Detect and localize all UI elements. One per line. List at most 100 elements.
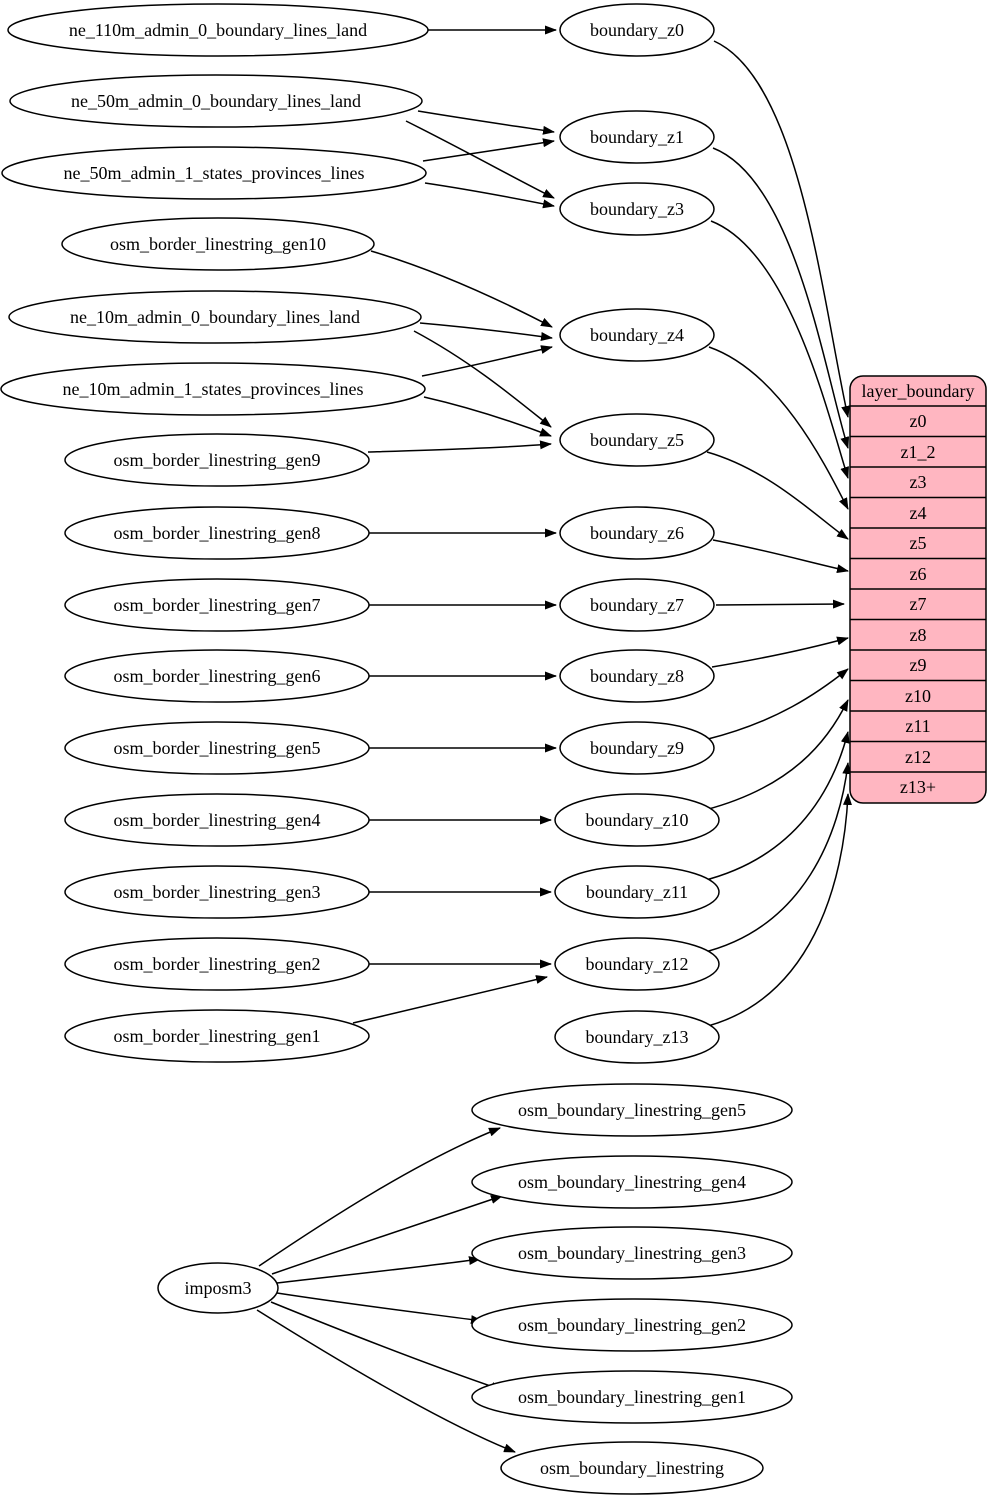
edge-imposm3-to-osm_boundary_linestring — [256, 1309, 516, 1453]
node-ellipse — [559, 3, 715, 57]
edge-boundary_z12-to-layer_boundary-z12 — [700, 762, 852, 954]
edge-boundary_z1-to-layer_boundary-z1_2 — [712, 147, 850, 449]
node-osm_border_linestring_gen10: osm_border_linestring_gen10 — [61, 217, 375, 271]
node-label: ne_110m_admin_0_boundary_lines_land — [69, 20, 367, 40]
node-ellipse — [64, 578, 370, 632]
node-ellipse — [8, 290, 422, 344]
node-ellipse — [0, 362, 426, 416]
node-boundary_z5: boundary_z5 — [559, 413, 715, 467]
node-label: boundary_z1 — [590, 127, 684, 147]
node-ellipse — [471, 1083, 793, 1137]
node-ellipse — [554, 865, 720, 919]
node-label: osm_boundary_linestring_gen3 — [518, 1243, 746, 1263]
node-ellipse — [559, 649, 715, 703]
node-boundary_z10: boundary_z10 — [554, 793, 720, 847]
edge-ne_50m_admin_1_states_provinces_lines-to-boundary_z3 — [424, 182, 555, 209]
edge-ne_10m_admin_0_boundary_lines_land-to-boundary_z4 — [419, 322, 553, 341]
node-osm_border_linestring_gen8: osm_border_linestring_gen8 — [64, 506, 370, 560]
edge-boundary_z11-to-layer_boundary-z11 — [701, 731, 850, 882]
node-label: ne_10m_admin_0_boundary_lines_land — [70, 307, 360, 327]
table-row-z3: z3 — [910, 472, 927, 492]
node-ellipse — [64, 433, 370, 487]
table-title: layer_boundary — [862, 381, 975, 401]
node-osm_boundary_linestring_gen3: osm_boundary_linestring_gen3 — [471, 1226, 793, 1280]
node-ellipse — [64, 721, 370, 775]
node-osm_border_linestring_gen9: osm_border_linestring_gen9 — [64, 433, 370, 487]
table-row-z13plus: z13+ — [900, 777, 936, 797]
node-boundary_z3: boundary_z3 — [559, 182, 715, 236]
node-label: boundary_z10 — [586, 810, 689, 830]
node-label: osm_border_linestring_gen10 — [110, 234, 326, 254]
node-ellipse — [157, 1262, 279, 1314]
node-boundary_z12: boundary_z12 — [554, 937, 720, 991]
node-label: ne_50m_admin_0_boundary_lines_land — [71, 91, 361, 111]
node-ellipse — [64, 506, 370, 560]
node-ne_10m_admin_1_states_provinces_lines: ne_10m_admin_1_states_provinces_lines — [0, 362, 426, 416]
edge-ne_10m_admin_0_boundary_lines_land-to-boundary_z5 — [413, 330, 552, 428]
node-ellipse — [559, 308, 715, 362]
edge-boundary_z9-to-layer_boundary-z9 — [707, 668, 849, 740]
node-ellipse — [1, 146, 427, 200]
node-imposm3: imposm3 — [157, 1262, 279, 1314]
node-label: osm_border_linestring_gen3 — [114, 882, 321, 902]
node-label: boundary_z6 — [590, 523, 684, 543]
edge-layer — [256, 25, 852, 1453]
edge-boundary_z13-to-layer_boundary-z13plus — [699, 793, 852, 1029]
edge-boundary_z0-to-layer_boundary-z0 — [713, 40, 851, 418]
edge-imposm3-to-osm_boundary_linestring_gen4 — [271, 1195, 503, 1275]
node-label: boundary_z13 — [586, 1027, 689, 1047]
node-osm_border_linestring_gen6: osm_border_linestring_gen6 — [64, 649, 370, 703]
edge-osm_border_linestring_gen9-to-boundary_z5 — [367, 440, 552, 453]
edge-ne_50m_admin_0_boundary_lines_land-to-boundary_z1 — [417, 110, 555, 135]
node-osm_boundary_linestring: osm_boundary_linestring — [500, 1441, 764, 1495]
node-label: ne_50m_admin_1_states_provinces_lines — [64, 163, 365, 183]
node-ne_110m_admin_0_boundary_lines_land: ne_110m_admin_0_boundary_lines_land — [7, 3, 429, 57]
edge-ne_50m_admin_0_boundary_lines_land-to-boundary_z3 — [405, 120, 555, 199]
node-ellipse — [559, 578, 715, 632]
node-osm_boundary_linestring_gen2: osm_boundary_linestring_gen2 — [471, 1298, 793, 1352]
edge-boundary_z6-to-layer_boundary-z6 — [712, 539, 849, 573]
node-label: osm_boundary_linestring_gen2 — [518, 1315, 746, 1335]
node-label: boundary_z0 — [590, 20, 684, 40]
table-row-z6: z6 — [910, 564, 927, 584]
node-label: osm_border_linestring_gen7 — [114, 595, 321, 615]
table-row-z1_2: z1_2 — [901, 442, 936, 462]
edge-imposm3-to-osm_boundary_linestring_gen5 — [258, 1127, 501, 1267]
node-label: osm_border_linestring_gen5 — [114, 738, 321, 758]
node-osm_boundary_linestring_gen1: osm_boundary_linestring_gen1 — [471, 1370, 793, 1424]
node-label: boundary_z8 — [590, 666, 684, 686]
node-ellipse — [64, 649, 370, 703]
node-label: boundary_z11 — [586, 882, 688, 902]
edge-imposm3-to-osm_boundary_linestring_gen3 — [276, 1256, 481, 1284]
table-row-z10: z10 — [905, 686, 931, 706]
node-ne_10m_admin_0_boundary_lines_land: ne_10m_admin_0_boundary_lines_land — [8, 290, 422, 344]
node-ellipse — [64, 865, 370, 919]
node-label: boundary_z7 — [590, 595, 684, 615]
node-boundary_z4: boundary_z4 — [559, 308, 715, 362]
edge-ne_10m_admin_1_states_provinces_lines-to-boundary_z4 — [421, 345, 553, 377]
node-boundary_z6: boundary_z6 — [559, 506, 715, 560]
node-ellipse — [64, 793, 370, 847]
edge-boundary_z3-to-layer_boundary-z3 — [710, 220, 849, 479]
node-label: osm_border_linestring_gen8 — [114, 523, 321, 543]
table-row-z0: z0 — [910, 411, 927, 431]
node-ellipse — [471, 1226, 793, 1280]
edge-ne_10m_admin_1_states_provinces_lines-to-boundary_z5 — [423, 396, 552, 437]
node-boundary_z11: boundary_z11 — [554, 865, 720, 919]
table-row-z5: z5 — [910, 533, 927, 553]
node-ellipse — [471, 1155, 793, 1209]
node-ellipse — [64, 1009, 370, 1063]
node-osm_border_linestring_gen5: osm_border_linestring_gen5 — [64, 721, 370, 775]
node-label: imposm3 — [184, 1278, 251, 1298]
node-label: boundary_z3 — [590, 199, 684, 219]
node-ellipse — [559, 110, 715, 164]
node-label: osm_boundary_linestring_gen5 — [518, 1100, 746, 1120]
node-ne_50m_admin_0_boundary_lines_land: ne_50m_admin_0_boundary_lines_land — [9, 74, 423, 128]
node-label: osm_boundary_linestring — [540, 1458, 724, 1478]
node-boundary_z1: boundary_z1 — [559, 110, 715, 164]
node-boundary_z7: boundary_z7 — [559, 578, 715, 632]
node-boundary_z9: boundary_z9 — [559, 721, 715, 775]
edge-osm_border_linestring_gen1-to-boundary_z12 — [352, 975, 548, 1024]
table-row-z7: z7 — [910, 594, 927, 614]
